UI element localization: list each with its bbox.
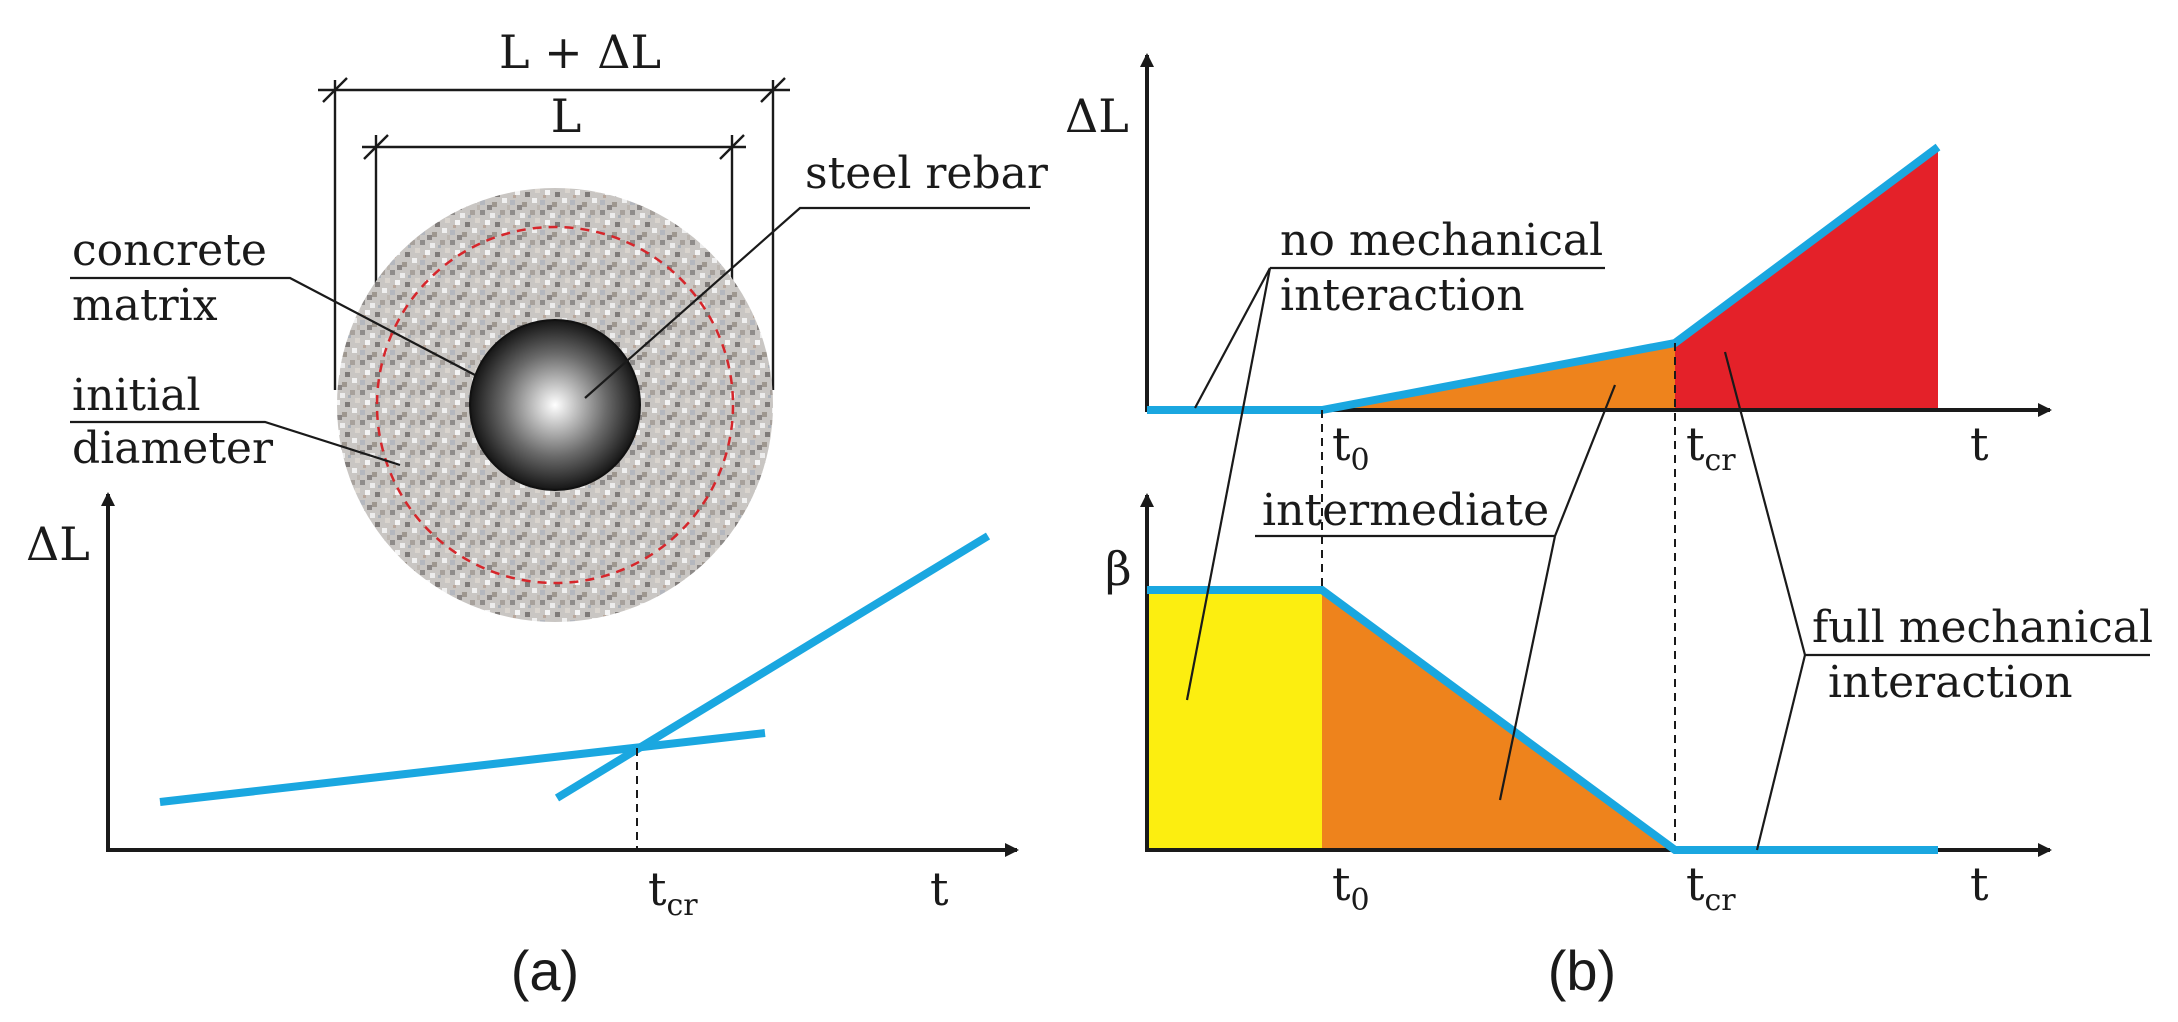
leader-intermediate-top [1553,384,1617,537]
panel-b: ΔL t t0 tcr β t t0 tcr no mechanical int… [1065,53,2153,1002]
b-top-curve [1147,143,1941,414]
label-initial-line1: initial [72,370,201,421]
b-bottom-x-axis-label: t [1970,857,1989,911]
label-no-mech-line1: no mechanical [1280,215,1603,266]
label-concrete-line1: concrete [72,225,267,276]
b-bottom-curve [1147,586,1938,854]
label-no-mech-line2: interaction [1280,270,1525,321]
panel-a: L + ΔL L concrete matrix initial diamete… [26,25,1049,1002]
dimension-outer: L + ΔL [318,25,790,390]
b-top-y-axis-label: ΔL [1065,89,1129,143]
b-top-fill-full [1675,147,1938,410]
b-top-tick-tcr: tcr [1686,417,1736,478]
a-y-axis-label: ΔL [26,517,90,571]
a-line-before-tcr [159,729,766,806]
leader-full-top [1723,351,1807,656]
label-steel-rebar: steel rebar [805,148,1049,199]
leader-intermediate-bottom [1498,535,1557,801]
dimension-outer-label: L + ΔL [499,25,661,79]
b-bottom-y-axis-label: β [1105,542,1132,596]
b-bottom-tick-t0: t0 [1332,857,1370,918]
label-full-line1: full mechanical [1812,602,2153,653]
leader-rebar [584,206,1030,399]
label-initial-line2: diameter [72,423,274,474]
b-top-tick-t0: t0 [1332,417,1370,478]
label-concrete-line2: matrix [72,280,218,331]
panel-b-label: (b) [1548,939,1616,1002]
panel-a-label: (a) [511,939,579,1002]
a-line-after-tcr [554,532,991,802]
a-x-axis-label: t [930,862,949,916]
dimension-inner-label: L [551,89,582,143]
b-bottom-tick-tcr: tcr [1686,857,1736,918]
label-intermediate: intermediate [1262,485,1549,536]
label-full-line2: interaction [1828,657,2073,708]
leader-initial [70,420,401,467]
leader-concrete [70,276,476,376]
a-tick-tcr: tcr [648,862,698,923]
steel-rebar [469,319,641,491]
b-top-x-axis-label: t [1970,417,1989,471]
initial-diameter-circle [375,225,735,585]
leader-full-bottom [1755,654,1807,851]
b-bottom-fill-none [1147,590,1322,850]
leader-no-mech-top [1194,267,1271,409]
leader-no-mech-bottom [1185,267,1272,701]
